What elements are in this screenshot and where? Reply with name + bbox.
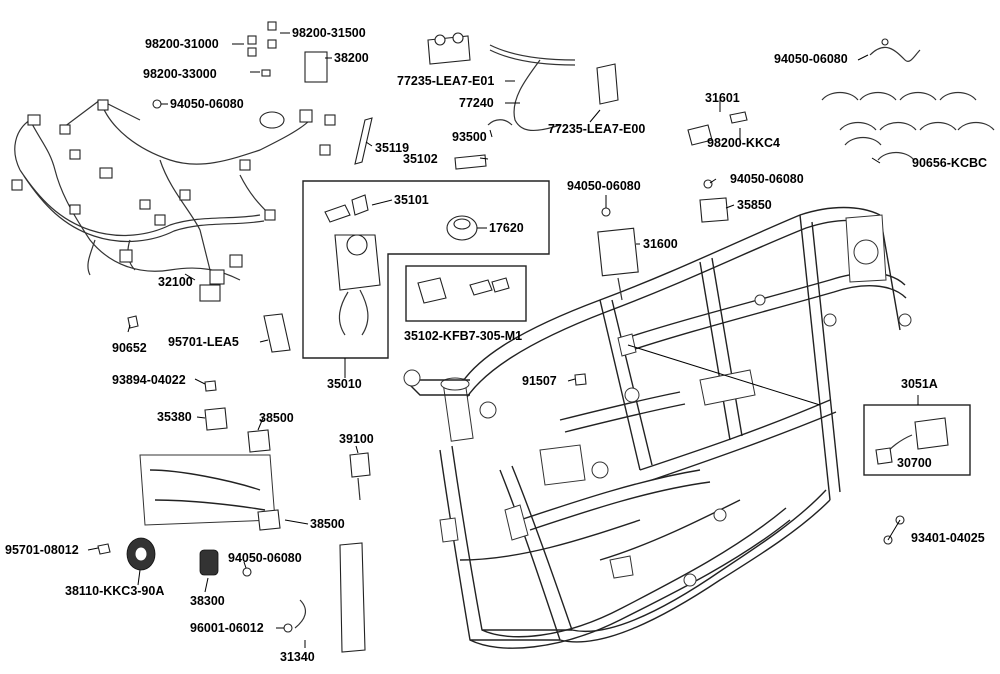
label-94050-06080-e: 94050-06080	[228, 551, 302, 565]
label-77235-lea7-e00: 77235-LEA7-E00	[548, 122, 645, 136]
label-38200: 38200	[334, 51, 369, 65]
label-17620: 17620	[489, 221, 524, 235]
label-31340: 31340	[280, 650, 315, 664]
label-35119: 35119	[375, 141, 409, 155]
label-77235-lea7-e01: 77235-LEA7-E01	[397, 74, 494, 88]
parts-top-left	[152, 21, 373, 165]
label-35380: 35380	[157, 410, 192, 424]
ignition-set-box	[302, 180, 550, 378]
label-31600: 31600	[643, 237, 678, 251]
label-38110-kkc3-90a: 38110-KKC3-90A	[65, 584, 164, 598]
label-38500-b: 38500	[310, 517, 345, 531]
box-3051a	[863, 395, 971, 476]
label-90652: 90652	[112, 341, 147, 355]
label-35101: 35101	[394, 193, 429, 207]
frame-assembly	[403, 206, 912, 649]
label-90656-kcbc: 90656-KCBC	[912, 156, 987, 170]
label-77240: 77240	[459, 96, 494, 110]
label-98200-31000: 98200-31000	[145, 37, 219, 51]
label-38300: 38300	[190, 594, 225, 608]
label-98200-kkc4: 98200-KKC4	[707, 136, 780, 150]
label-93894-04022: 93894-04022	[112, 373, 186, 387]
label-3051a: 3051A	[901, 377, 938, 391]
label-98200-31500: 98200-31500	[292, 26, 366, 40]
label-94050-06080-a: 94050-06080	[170, 97, 244, 111]
label-91507: 91507	[522, 374, 557, 388]
label-95701-08012: 95701-08012	[5, 543, 79, 557]
label-94050-06080-c: 94050-06080	[567, 179, 641, 193]
label-96001-06012: 96001-06012	[190, 621, 264, 635]
label-95701-lea5: 95701-LEA5	[168, 335, 239, 349]
label-98200-33000: 98200-33000	[143, 67, 217, 81]
leader-lines	[87, 32, 881, 648]
parts-key-area	[454, 154, 487, 170]
wire-harness-32100	[11, 99, 336, 302]
label-94050-06080-d: 94050-06080	[730, 172, 804, 186]
label-93401-04025: 93401-04025	[911, 531, 985, 545]
label-93500: 93500	[452, 130, 487, 144]
label-32100: 32100	[158, 275, 193, 289]
parts-upper-right	[597, 38, 995, 301]
label-35850: 35850	[737, 198, 772, 212]
part-labels: 98200-31000 98200-31500 38200 98200-3300…	[5, 26, 987, 664]
label-35102-kfb7-305-m1: 35102-KFB7-305-M1	[404, 329, 522, 343]
throttle-cables	[427, 32, 619, 132]
parts-lower-left	[97, 313, 905, 653]
label-35010: 35010	[327, 377, 362, 391]
label-38500-a: 38500	[259, 411, 294, 425]
label-94050-06080-b: 94050-06080	[774, 52, 848, 66]
label-30700: 30700	[897, 456, 932, 470]
label-31601: 31601	[705, 91, 740, 105]
label-35102: 35102	[403, 152, 438, 166]
label-39100: 39100	[339, 432, 374, 446]
